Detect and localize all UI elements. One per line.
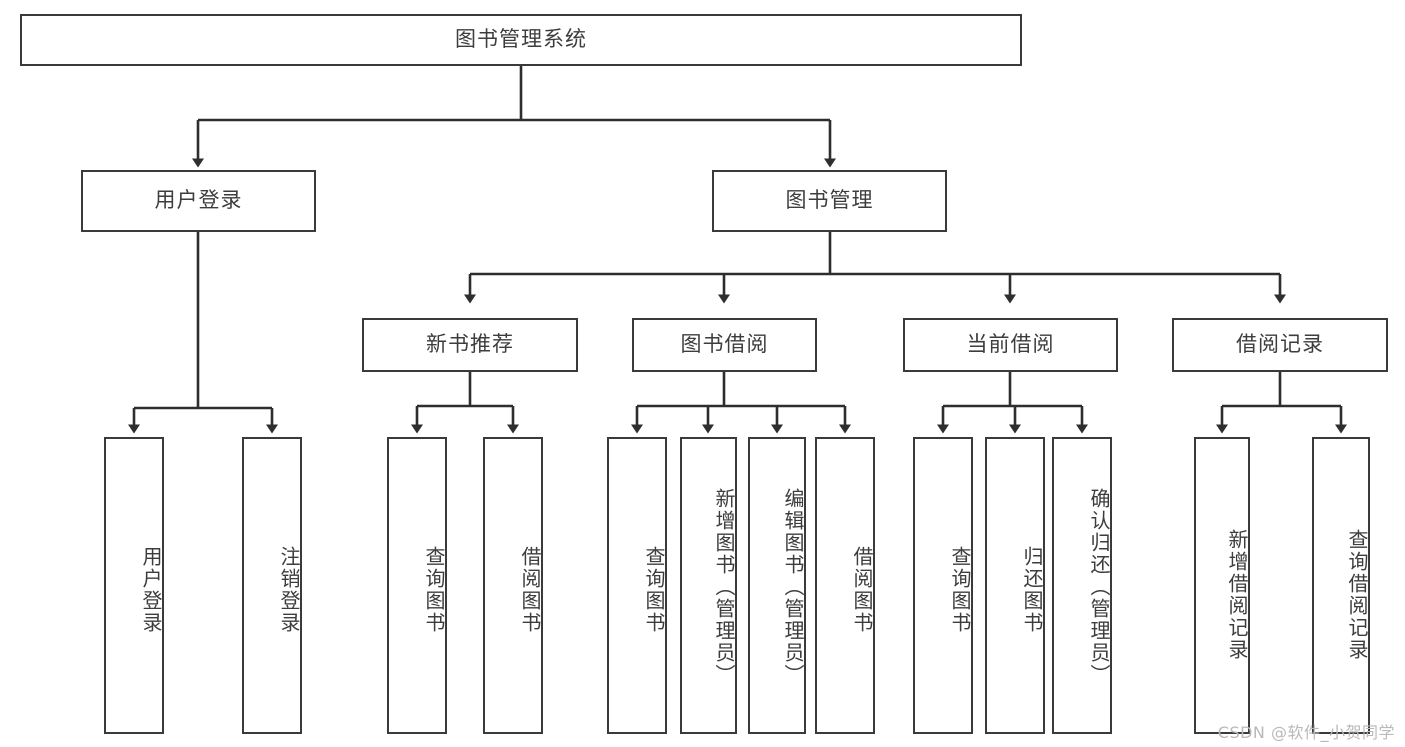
node-user-login-label: 用户登录 — [154, 188, 243, 213]
leaf-borrow-book-2[interactable]: 借阅图书 — [815, 437, 875, 734]
leaf-add-book[interactable]: 新增图书（管理员） — [680, 437, 737, 734]
node-new-book-recommend-label: 新书推荐 — [426, 332, 514, 357]
leaf-borrow-book-1-label: 借阅图书 — [518, 545, 542, 634]
node-new-book-recommend[interactable]: 新书推荐 — [362, 318, 578, 372]
node-current-borrow-label: 当前借阅 — [966, 332, 1055, 357]
node-root-label: 图书管理系统 — [455, 27, 587, 52]
node-current-borrow[interactable]: 当前借阅 — [903, 318, 1118, 372]
watermark-text: CSDN @软件_小贺同学 — [1217, 723, 1395, 742]
leaf-query-book-2[interactable]: 查询图书 — [607, 437, 667, 734]
leaf-query-book-3-label: 查询图书 — [948, 545, 972, 634]
leaf-return-book[interactable]: 归还图书 — [985, 437, 1045, 734]
leaf-user-logout-label: 注销登录 — [277, 545, 301, 634]
leaf-return-book-label: 归还图书 — [1020, 545, 1044, 634]
leaf-edit-book[interactable]: 编辑图书（管理员） — [748, 437, 806, 734]
leaf-query-book-2-label: 查询图书 — [642, 545, 666, 634]
leaf-user-logout[interactable]: 注销登录 — [242, 437, 302, 734]
leaf-query-book-1-label: 查询图书 — [422, 545, 446, 634]
leaf-edit-book-label: 编辑图书（管理员） — [781, 487, 805, 686]
leaf-borrow-book-1[interactable]: 借阅图书 — [483, 437, 543, 734]
leaf-query-book-3[interactable]: 查询图书 — [913, 437, 973, 734]
leaf-user-login[interactable]: 用户登录 — [104, 437, 164, 734]
leaf-borrow-book-2-label: 借阅图书 — [850, 545, 874, 634]
leaf-user-login-label: 用户登录 — [139, 545, 163, 634]
leaf-query-borrow-record[interactable]: 查询借阅记录 — [1312, 437, 1370, 734]
node-book-borrow-label: 图书借阅 — [680, 332, 769, 357]
leaf-add-borrow-record-label: 新增借阅记录 — [1225, 528, 1249, 661]
node-borrow-record[interactable]: 借阅记录 — [1172, 318, 1388, 372]
node-user-login[interactable]: 用户登录 — [81, 170, 316, 232]
node-book-borrow[interactable]: 图书借阅 — [632, 318, 817, 372]
leaf-add-book-label: 新增图书（管理员） — [712, 487, 736, 686]
node-borrow-record-label: 借阅记录 — [1236, 332, 1324, 357]
leaf-add-borrow-record[interactable]: 新增借阅记录 — [1194, 437, 1250, 734]
leaf-confirm-return-label: 确认归还（管理员） — [1087, 487, 1111, 686]
leaf-query-borrow-record-label: 查询借阅记录 — [1345, 528, 1369, 661]
node-root-system[interactable]: 图书管理系统 — [20, 14, 1022, 66]
leaf-confirm-return[interactable]: 确认归还（管理员） — [1052, 437, 1112, 734]
node-book-management[interactable]: 图书管理 — [712, 170, 947, 232]
leaf-query-book-1[interactable]: 查询图书 — [387, 437, 447, 734]
node-book-management-label: 图书管理 — [785, 188, 874, 213]
